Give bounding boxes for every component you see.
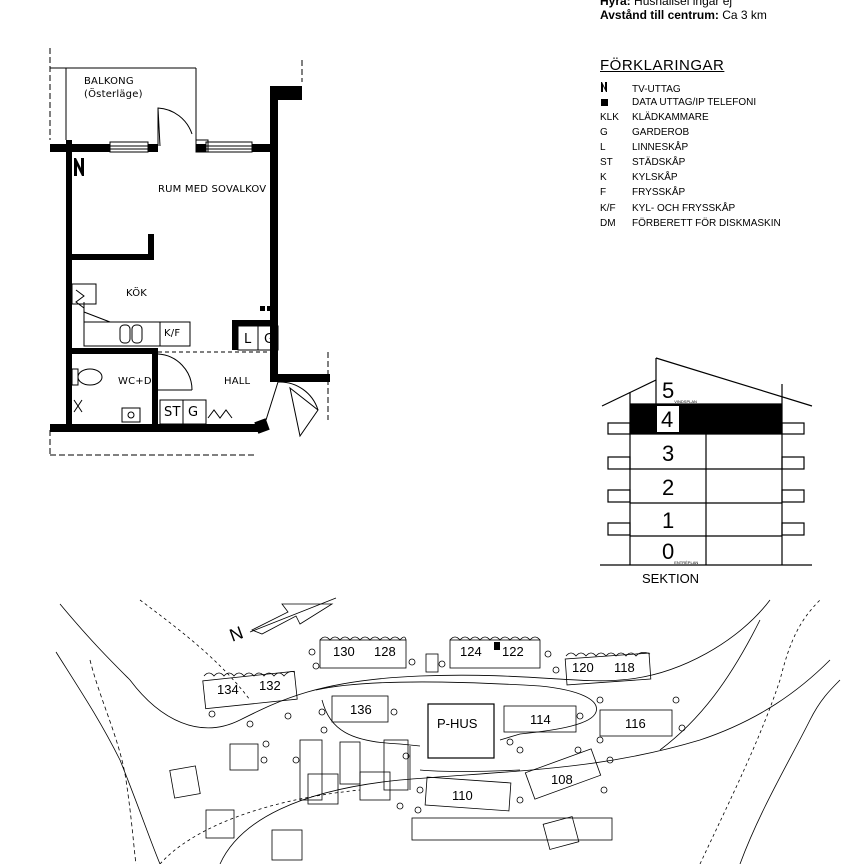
kitchen-label: KÖK (126, 288, 148, 299)
building-label: 116 (625, 716, 646, 731)
balcony-note: (Österläge) (84, 89, 143, 100)
legend-item: DATA UTTAG/IP TELEFONI (600, 97, 756, 108)
rent-label: Hyra: (600, 0, 631, 8)
legend-item-text: KYL- OCH FRYSSKÅP (632, 203, 736, 214)
legend-item: K KYLSKÅP (600, 172, 678, 183)
legend-item-text: GARDEROB (632, 127, 690, 138)
legend-item-code: F (600, 187, 607, 198)
building-label: 122 (502, 644, 524, 659)
legend-item: K/F KYL- OCH FRYSSKÅP (600, 203, 735, 214)
building-label: 120 (572, 660, 594, 675)
distance-value: Ca 3 km (722, 8, 767, 22)
legend-item: KLK KLÄDKAMMARE (600, 112, 709, 123)
section-label: SEKTION (642, 571, 700, 586)
cleaning-cabinet-label: ST (164, 405, 181, 420)
building-label: 136 (350, 702, 372, 717)
legend-item-code: K (600, 172, 607, 183)
legend-item-code: KLK (600, 112, 619, 123)
data-outlet-icon (600, 97, 632, 108)
tv-outlet-icon (600, 82, 632, 95)
legend-item-text: LINNESKÅP (632, 142, 689, 153)
legend-item-code: ST (600, 157, 613, 168)
building-label: 114 (530, 712, 551, 727)
legend-item: G GARDEROB (600, 127, 689, 138)
building-label: 110 (452, 788, 473, 803)
legend-item: F FRYSSKÅP (600, 187, 685, 198)
room-label: RUM MED SOVALKOV (158, 184, 267, 195)
rent-line: Hyra: Hushållsel ingår ej (600, 0, 732, 8)
legend-item-code: DM (600, 218, 616, 229)
legend-item-text: DATA UTTAG/IP TELEFONI (632, 97, 757, 108)
legend-item-text: FÖRBERETT FÖR DISKMASKIN (632, 218, 781, 229)
rent-value: Hushållsel ingår ej (634, 0, 733, 8)
linen-label: L (244, 332, 252, 347)
legend-item-text: FRYSSKÅP (632, 187, 686, 198)
legend-item-code: G (600, 127, 608, 138)
floor-2: 2 (662, 475, 675, 500)
legend-item: ST STÄDSKÅP (600, 157, 685, 168)
building-label: 118 (614, 660, 635, 675)
distance-label: Avstånd till centrum: (600, 8, 719, 22)
legend-title: FÖRKLARINGAR (600, 57, 725, 74)
floor-5: 5VINDSPLAN (662, 378, 697, 404)
building-label: 128 (374, 644, 396, 659)
legend-item-text: KLÄDKAMMARE (632, 112, 709, 123)
legend-item: DM FÖRBERETT FÖR DISKMASKIN (600, 218, 781, 229)
floor-4-highlighted: 4 (661, 407, 674, 432)
floor-1: 1 (662, 508, 675, 533)
legend-item-text: STÄDSKÅP (632, 157, 686, 168)
floor-3: 3 (662, 441, 675, 466)
building-label: 108 (551, 772, 573, 787)
building-label: 134 (217, 682, 239, 697)
wardrobe-label-hall: G (188, 405, 199, 420)
kf-label: K/F (164, 328, 181, 339)
floor-0: 0ENTRÉPLAN (662, 539, 699, 565)
building-label: 130 (333, 644, 355, 659)
legend-item-text: TV-UTTAG (632, 84, 681, 95)
wc-label: WC+D (118, 376, 152, 387)
legend-item-code: K/F (600, 203, 616, 214)
legend-item-text: KYLSKÅP (632, 172, 678, 183)
legend-item: TV-UTTAG (600, 82, 681, 95)
legend-item: L LINNESKÅP (600, 142, 688, 153)
hall-label: HALL (224, 376, 251, 387)
wardrobe-label: G (264, 332, 275, 347)
building-label: 124 (460, 644, 482, 659)
building-label: 132 (259, 678, 281, 693)
parking-garage-label: P-HUS (437, 716, 478, 731)
legend-item-code: L (600, 142, 606, 153)
distance-line: Avstånd till centrum: Ca 3 km (600, 8, 767, 22)
balcony-label: BALKONG (84, 76, 134, 87)
